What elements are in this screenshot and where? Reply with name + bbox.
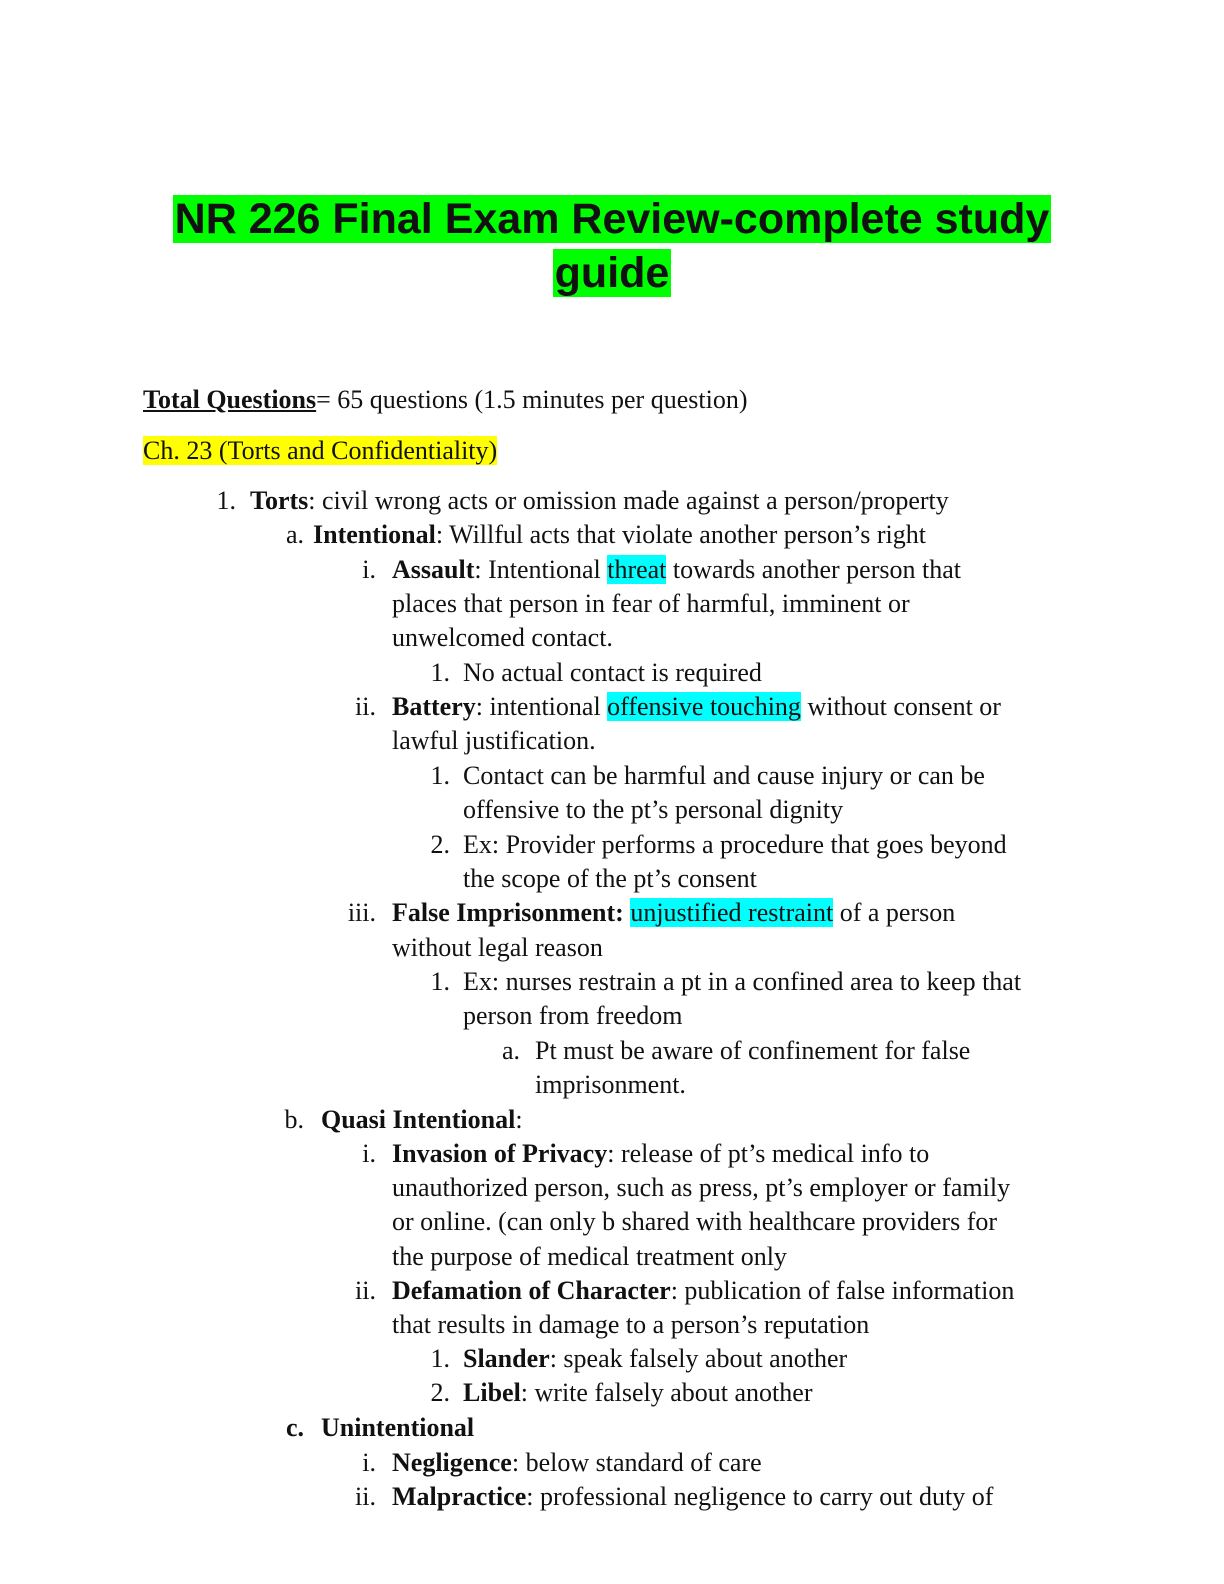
total-questions-line: Total Questions= 65 questions (1.5 minut… — [143, 383, 747, 417]
title-line-2: guide — [552, 249, 672, 297]
assault-term: Assault — [392, 555, 475, 584]
invasion-marker: i. — [362, 1139, 376, 1168]
libel-text: : write falsely about another — [520, 1378, 813, 1407]
quasi-marker: b. — [284, 1105, 305, 1134]
defamation-item: Defamation of Character: publication of … — [392, 1274, 1014, 1308]
libel-marker: 2. — [430, 1378, 451, 1407]
invasion-text: : release of pt’s medical info to — [607, 1139, 930, 1168]
slander-marker: 1. — [430, 1344, 451, 1373]
false-imprisonment-sub1-marker: 1. — [430, 967, 451, 996]
malpractice-item: Malpractice: professional negligence to … — [392, 1480, 993, 1514]
invasion-line-4: the purpose of medical treatment only — [392, 1242, 787, 1271]
document-title: NR 226 Final Exam Review-complete study … — [0, 192, 1224, 300]
slander-item: Slander: speak falsely about another — [463, 1342, 847, 1376]
defamation-line-2: that results in damage to a person’s rep… — [392, 1310, 870, 1339]
battery-item: Battery: intentional offensive touching … — [392, 690, 1001, 724]
assault-line-2: places that person in fear of harmful, i… — [392, 589, 910, 618]
false-imprisonment-sub1a-marker: a. — [501, 1036, 520, 1065]
assault-highlight: threat — [607, 555, 667, 584]
false-imprisonment-marker: iii. — [347, 898, 376, 927]
battery-highlight: offensive touching — [607, 692, 801, 721]
assault-sub1-marker: 1. — [430, 658, 451, 687]
false-imprisonment-sub1a-line-1: Pt must be aware of confinement for fals… — [535, 1036, 971, 1065]
defamation-term: Defamation of Character — [392, 1276, 671, 1305]
intentional-text: : Willful acts that violate another pers… — [435, 520, 927, 549]
torts-item: Torts: civil wrong acts or omission made… — [250, 484, 949, 518]
battery-sub1-line-1: Contact can be harmful and cause injury … — [463, 761, 985, 790]
invasion-item: Invasion of Privacy: release of pt’s med… — [392, 1137, 929, 1171]
battery-sub2-line-1: Ex: Provider performs a procedure that g… — [463, 830, 1007, 859]
battery-sub2-marker: 2. — [430, 830, 451, 859]
invasion-line-2: unauthorized person, such as press, pt’s… — [392, 1173, 1011, 1202]
assault-post: towards another person that — [666, 555, 961, 584]
malpractice-term: Malpractice — [392, 1482, 527, 1511]
negligence-item: Negligence: below standard of care — [392, 1446, 762, 1480]
quasi-item: Quasi Intentional: — [321, 1103, 523, 1137]
chapter-heading-text: Ch. 23 (Torts and Confidentiality) — [143, 436, 498, 465]
intentional-item: Intentional: Willful acts that violate a… — [313, 518, 926, 552]
false-imprisonment-line-2: without legal reason — [392, 933, 603, 962]
false-imprisonment-post: of a person — [833, 898, 956, 927]
title-line-1: NR 226 Final Exam Review-complete study — [172, 195, 1052, 243]
assault-line-3: unwelcomed contact. — [392, 623, 613, 652]
false-imprisonment-item: False Imprisonment: unjustified restrain… — [392, 896, 955, 930]
torts-text: : civil wrong acts or omission made agai… — [308, 486, 949, 515]
total-questions-text: = 65 questions (1.5 minutes per question… — [316, 385, 748, 414]
assault-marker: i. — [362, 555, 376, 584]
battery-pre: : intentional — [475, 692, 608, 721]
battery-sub2-line-2: the scope of the pt’s consent — [463, 864, 757, 893]
false-imprisonment-sub1a-line-2: imprisonment. — [535, 1070, 686, 1099]
defamation-text: : publication of false information — [670, 1276, 1015, 1305]
malpractice-marker: ii. — [355, 1482, 376, 1511]
false-imprisonment-highlight: unjustified restraint — [630, 898, 834, 927]
negligence-text: : below standard of care — [511, 1448, 762, 1477]
unintentional-term: Unintentional — [321, 1413, 475, 1442]
unintentional-marker: c. — [285, 1413, 304, 1442]
malpractice-text: : professional negligence to carry out d… — [526, 1482, 994, 1511]
chapter-heading: Ch. 23 (Torts and Confidentiality) — [143, 434, 498, 468]
unintentional-item: Unintentional — [321, 1411, 474, 1445]
negligence-term: Negligence — [392, 1448, 512, 1477]
assault-sub1: No actual contact is required — [463, 658, 762, 687]
torts-term: Torts — [250, 486, 309, 515]
assault-item: Assault: Intentional threat towards anot… — [392, 553, 961, 587]
false-imprisonment-sub1-line-1: Ex: nurses restrain a pt in a confined a… — [463, 967, 1022, 996]
defamation-marker: ii. — [355, 1276, 376, 1305]
slander-term: Slander — [463, 1344, 550, 1373]
quasi-text: : — [515, 1105, 523, 1134]
battery-term: Battery — [392, 692, 476, 721]
quasi-term: Quasi Intentional — [321, 1105, 516, 1134]
slander-text: : speak falsely about another — [549, 1344, 848, 1373]
libel-term: Libel — [463, 1378, 521, 1407]
false-imprisonment-term: False Imprisonment: — [392, 898, 624, 927]
battery-line-2: lawful justification. — [392, 726, 596, 755]
total-questions-label: Total Questions — [143, 385, 317, 414]
invasion-term: Invasion of Privacy — [392, 1139, 608, 1168]
battery-sub1-marker: 1. — [430, 761, 451, 790]
libel-item: Libel: write falsely about another — [463, 1376, 812, 1410]
intentional-term: Intentional — [313, 520, 436, 549]
invasion-line-3: or online. (can only b shared with healt… — [392, 1207, 998, 1236]
intentional-marker: a. — [285, 520, 304, 549]
false-imprisonment-sub1-line-2: person from freedom — [463, 1001, 683, 1030]
assault-pre: : Intentional — [474, 555, 608, 584]
battery-sub1-line-2: offensive to the pt’s personal dignity — [463, 795, 844, 824]
battery-marker: ii. — [355, 692, 376, 721]
torts-marker: 1. — [216, 486, 237, 515]
battery-post: without consent or — [800, 692, 1001, 721]
negligence-marker: i. — [362, 1448, 376, 1477]
